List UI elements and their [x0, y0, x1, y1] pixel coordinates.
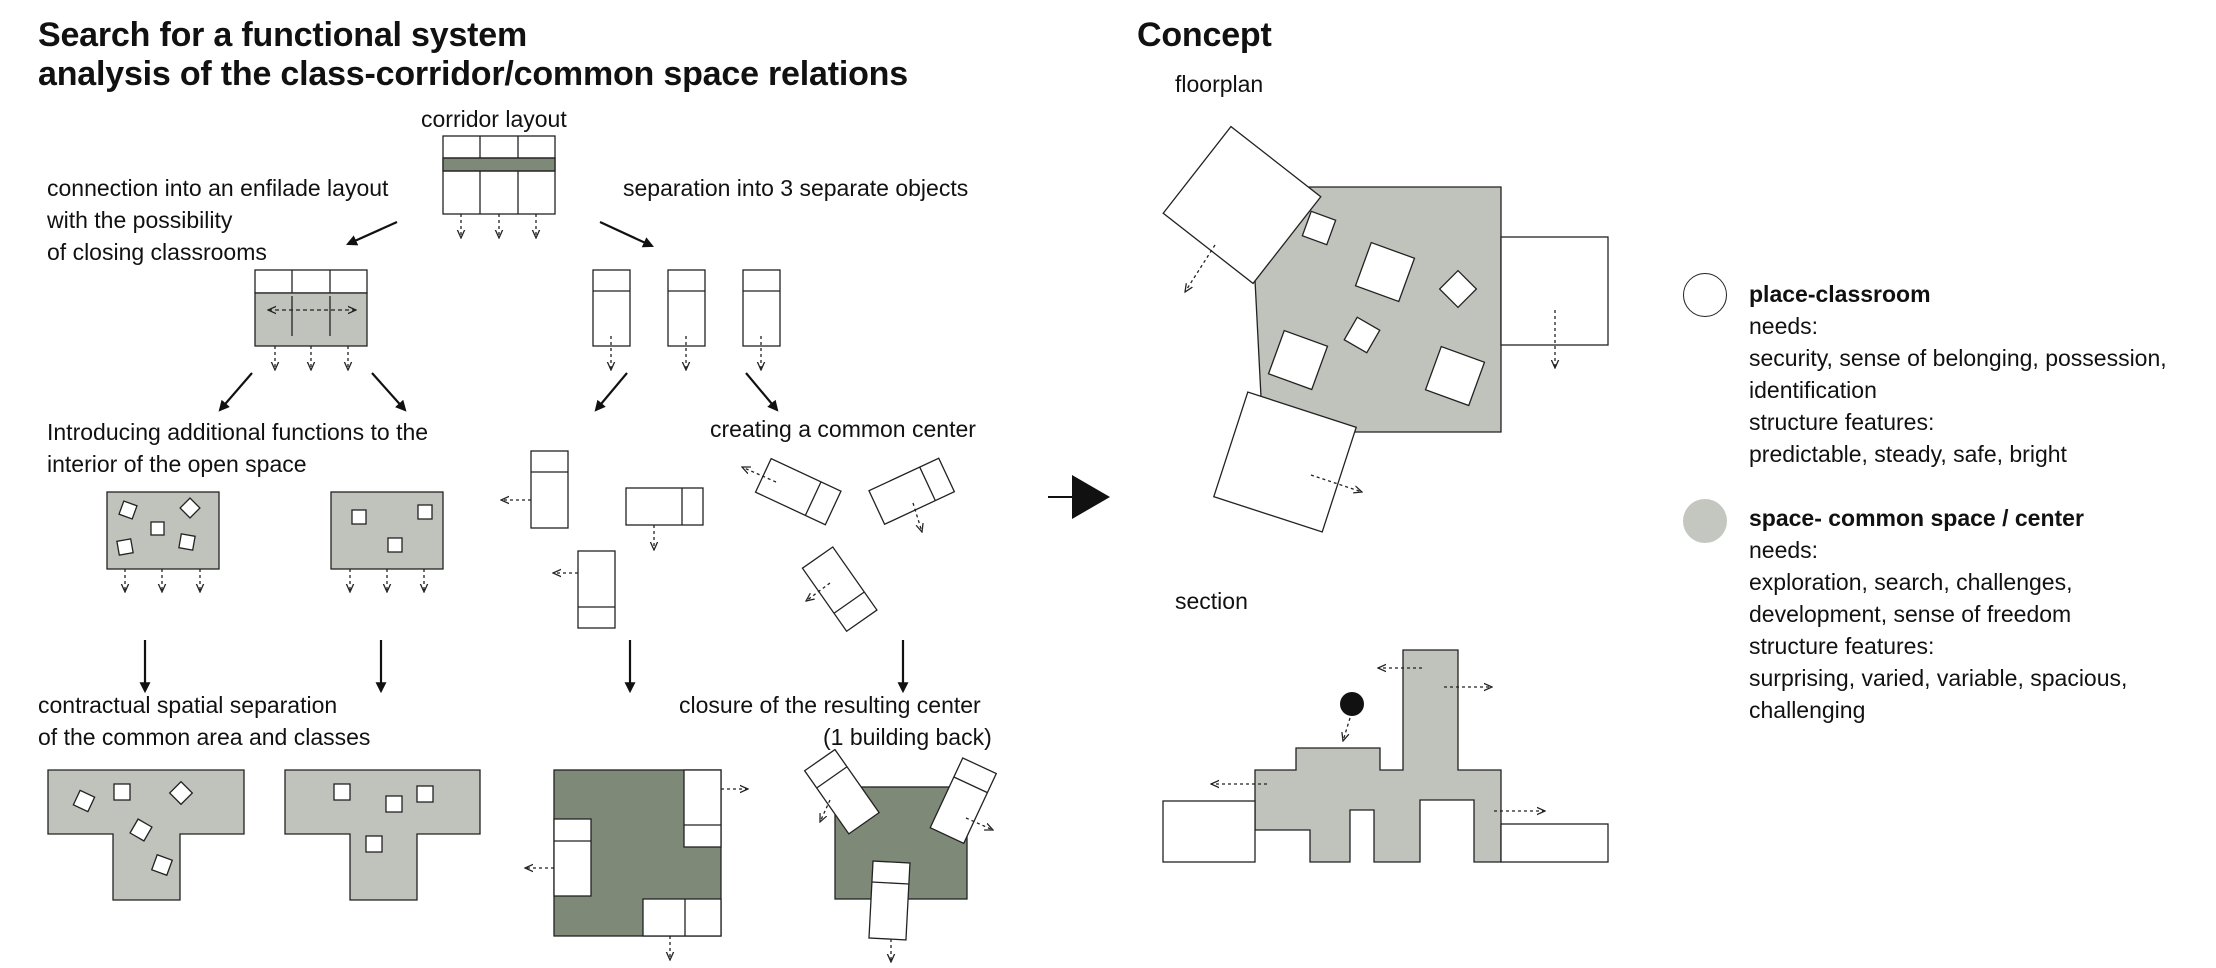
- arrow: [599, 221, 654, 248]
- section-diagram: [1162, 649, 1609, 863]
- label-introducing-2: interior of the open space: [47, 451, 307, 477]
- label-enfilade-2: with the possibility: [47, 207, 233, 233]
- label-introducing-1: Introducing additional functions to the: [47, 419, 429, 445]
- enfilade-diagram: [254, 269, 368, 370]
- label-enfilade-3: of closing classrooms: [47, 239, 267, 265]
- legend-classroom-line: structure features:: [1749, 409, 1935, 435]
- label-section: section: [1175, 588, 1248, 614]
- closed-center-diagram: [525, 769, 748, 960]
- legend-classroom-line: security, sense of belonging, possession…: [1749, 345, 2167, 371]
- additional-functions-diagram-1: [106, 491, 220, 592]
- legend-common-line: surprising, varied, variable, spacious,: [1749, 665, 2128, 691]
- concept-arrow: [1048, 475, 1110, 519]
- label-contractual-1: contractual spatial separation: [38, 692, 338, 718]
- closure-diagram: [803, 748, 998, 962]
- scattered-objects-diagram: [501, 450, 704, 629]
- legend-common-line: structure features:: [1749, 633, 1935, 659]
- legend-common: space- common space / center needs: expl…: [1749, 502, 2127, 726]
- legend-classroom-title: place-classroom: [1749, 281, 1931, 307]
- arrow: [218, 372, 253, 412]
- legend-common-line: development, sense of freedom: [1749, 601, 2072, 627]
- label-floorplan: floorplan: [1175, 71, 1264, 97]
- floorplan-diagram: [1162, 125, 1609, 533]
- legend-common-title: space- common space / center: [1749, 505, 2084, 531]
- common-center-diagram: [742, 457, 956, 633]
- corridor-layout-diagram: [442, 135, 556, 238]
- label-enfilade-1: connection into an enfilade layout: [47, 175, 389, 201]
- label-corridor-layout: corridor layout: [421, 106, 567, 132]
- main-title-line-2: analysis of the class-corridor/common sp…: [38, 55, 908, 93]
- arrow: [594, 372, 628, 412]
- legend-classroom: place-classroom needs: security, sense o…: [1749, 278, 2167, 470]
- label-contractual-2: of the common area and classes: [38, 724, 371, 750]
- legend-classroom-line: predictable, steady, safe, bright: [1749, 441, 2067, 467]
- legend-classroom-line: needs:: [1749, 313, 1819, 339]
- legend-common-swatch: [1683, 499, 1727, 543]
- label-closure-1: closure of the resulting center: [679, 692, 981, 718]
- label-common-center: creating a common center: [710, 416, 976, 442]
- legend-classroom-line: identification: [1749, 377, 1877, 403]
- legend-common-line: exploration, search, challenges,: [1749, 569, 2073, 595]
- label-closure-2: (1 building back): [823, 724, 992, 750]
- arrow: [345, 220, 398, 246]
- legend-classroom-swatch: [1683, 273, 1727, 317]
- arrow: [371, 372, 407, 412]
- additional-functions-diagram-2: [330, 491, 444, 592]
- label-separation: separation into 3 separate objects: [623, 175, 969, 201]
- legend-common-line: challenging: [1749, 697, 1866, 723]
- concept-title: Concept: [1137, 16, 1272, 54]
- t-shape-diagram-2: [284, 769, 481, 901]
- legend-common-line: needs:: [1749, 537, 1819, 563]
- separate-objects-diagram: [592, 269, 781, 370]
- t-shape-diagram-1: [47, 769, 245, 901]
- arrow: [745, 372, 779, 412]
- main-title-line-1: Search for a functional system: [38, 16, 528, 54]
